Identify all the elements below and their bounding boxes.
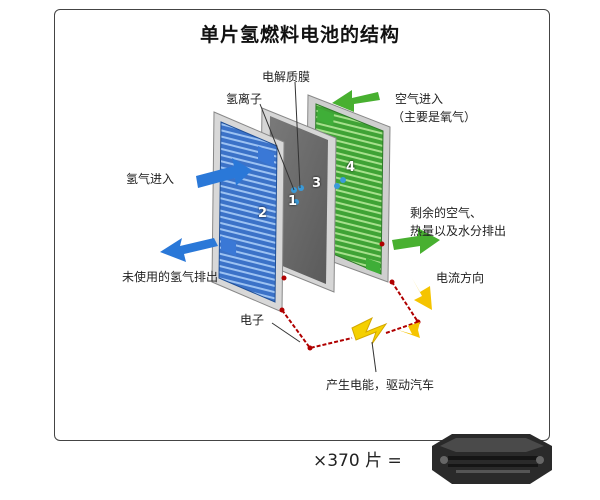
air-in-arrow: [332, 90, 380, 112]
exhaust-label-line1: 剩余的空气、: [410, 206, 483, 220]
power-bolt-icon: [351, 316, 388, 345]
anode-plate: [211, 111, 285, 313]
stack-multiplier: ×370 片 =: [313, 451, 402, 471]
hydrogen-ion-label: 氢离子: [226, 92, 263, 106]
power-label: 产生电能，驱动汽车: [326, 378, 435, 392]
fuel-cell-stack-image: [432, 434, 552, 484]
air-in-note-label: （主要是氧气）: [392, 110, 477, 124]
marker-1: 1: [288, 194, 298, 209]
air-in-label: 空气进入: [395, 92, 444, 106]
electron-label: 电子: [240, 313, 265, 327]
marker-3: 3: [312, 176, 322, 191]
current-direction-arrows: [398, 278, 440, 338]
power-pointer-line: [371, 341, 377, 373]
pointer-lines: [259, 81, 301, 191]
electron-pointer-line: [271, 322, 301, 343]
exhaust-label-line2: 热量以及水分排出: [410, 224, 507, 238]
membrane-label: 电解质膜: [262, 70, 311, 84]
hydrogen-in-arrow: [196, 158, 252, 188]
current-direction-label: 电流方向: [436, 271, 485, 285]
marker-4: 4: [346, 160, 356, 175]
electron-circuit: [281, 281, 420, 350]
unused-hydrogen-out-arrow: [160, 238, 218, 262]
diagram-title: 单片氢燃料电池的结构: [199, 24, 400, 46]
unused-hydrogen-label: 未使用的氢气排出: [122, 270, 219, 284]
circuit-nodes: [279, 241, 421, 351]
exhaust-out-arrow: [392, 228, 440, 254]
hydrogen-in-label: 氢气进入: [126, 172, 175, 186]
marker-2: 2: [258, 206, 268, 221]
